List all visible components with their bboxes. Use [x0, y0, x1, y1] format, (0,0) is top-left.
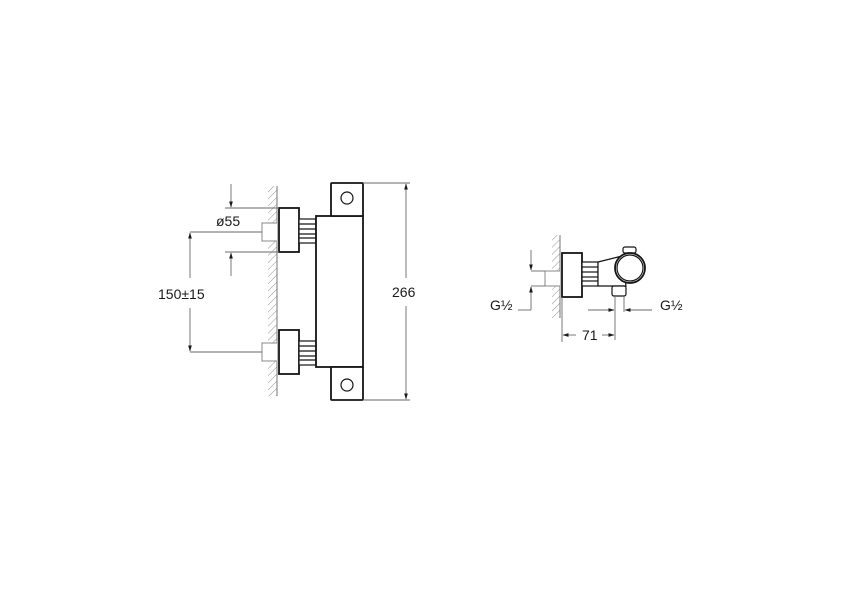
- lower-escutcheon: [278, 329, 317, 375]
- height-label: 266: [392, 284, 416, 300]
- diameter-dimension: ø55: [216, 184, 279, 276]
- mixer-body: [315, 215, 364, 368]
- bottom-handle: [330, 366, 364, 401]
- diameter-label: ø55: [216, 213, 240, 229]
- side-control-knob: [614, 246, 646, 284]
- side-view: G½ G½ 71: [490, 235, 683, 343]
- outlet-thread-label: G½: [660, 297, 683, 313]
- spacing-dimension: 150±15: [158, 232, 205, 352]
- top-handle-hole-icon: [340, 191, 354, 205]
- height-dimension: 266: [363, 182, 416, 401]
- side-outlet: [611, 285, 627, 340]
- outlet-thread-dimension: G½: [588, 297, 683, 313]
- projection-dimension: 71: [561, 297, 615, 343]
- wall-section-front: [268, 186, 278, 396]
- lower-inlet-pipe: [190, 342, 277, 362]
- inlet-thread-dimension: G½: [490, 250, 545, 313]
- side-inlet-pipe: [544, 270, 560, 287]
- bottom-handle-hole-icon: [340, 378, 354, 392]
- upper-escutcheon: [278, 207, 317, 253]
- front-view: ø55 150±15 266: [158, 182, 416, 401]
- inlet-thread-label: G½: [490, 297, 513, 313]
- top-handle: [330, 182, 364, 217]
- upper-inlet-pipe: [190, 222, 277, 242]
- side-escutcheon: [561, 252, 599, 298]
- projection-label: 71: [582, 327, 598, 343]
- spacing-label: 150±15: [158, 286, 205, 302]
